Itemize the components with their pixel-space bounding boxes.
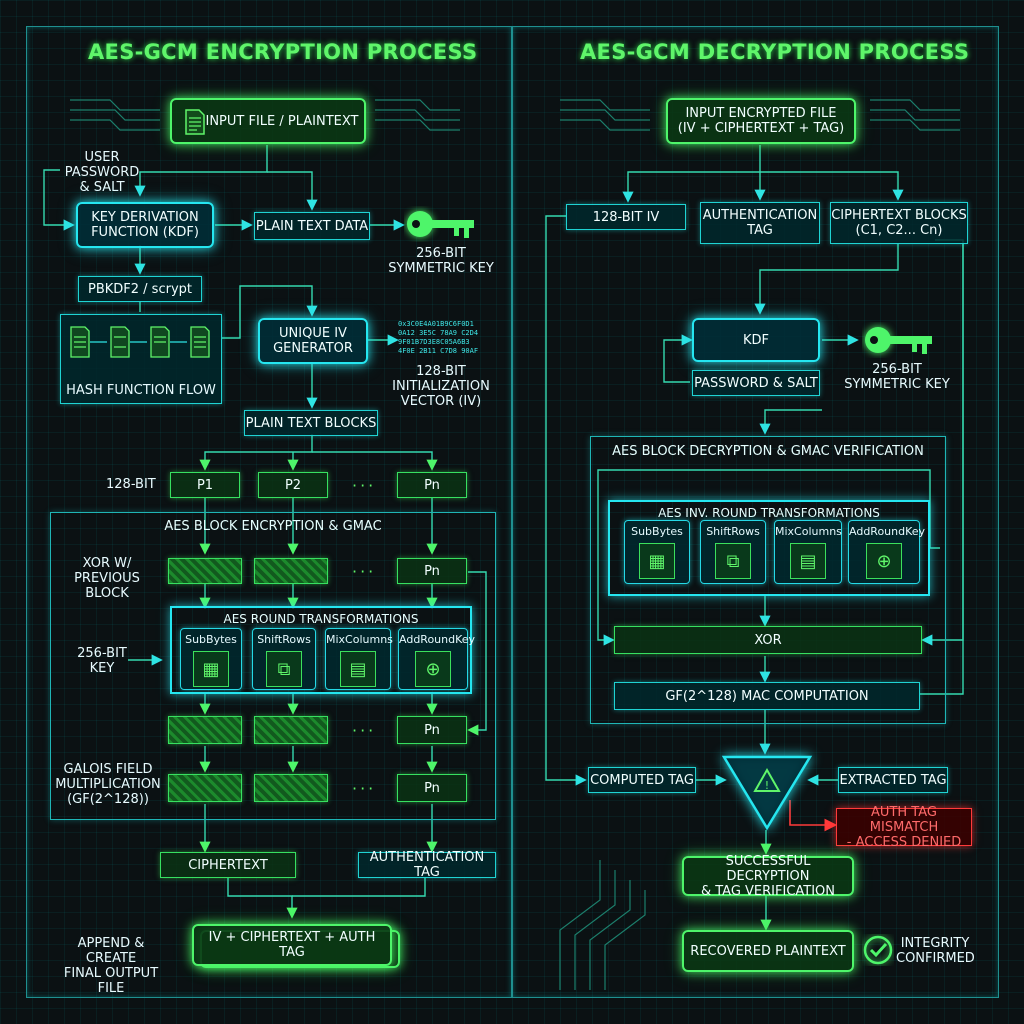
auth-tag-box: AUTHENTICATION TAG bbox=[358, 850, 496, 880]
xor-box: XOR bbox=[614, 626, 922, 654]
dec-kdf-box: KDF bbox=[692, 318, 820, 362]
addroundkey-icon: ⊕ bbox=[415, 651, 451, 687]
final-output-box: IV + CIPHERTEXT + AUTH TAG bbox=[192, 924, 392, 966]
key256-label: 256-BIT KEY bbox=[77, 646, 127, 676]
round-block-2 bbox=[254, 716, 328, 744]
xor-block-2 bbox=[254, 558, 328, 584]
block-pn: Pn bbox=[397, 472, 467, 498]
gf-mac-box: GF(2^128) MAC COMPUTATION bbox=[614, 682, 920, 710]
aes-decryption-container: AES BLOCK DECRYPTION & GMAC VERIFICATION bbox=[590, 436, 946, 724]
xor-dots: ··· bbox=[352, 562, 377, 581]
round-block-1 bbox=[168, 716, 242, 744]
plain-text-blocks-box: PLAIN TEXT BLOCKS bbox=[244, 410, 378, 436]
dec-op-addroundkey-label: AddRoundKey bbox=[849, 525, 926, 538]
xor-block-pn: Pn bbox=[397, 558, 467, 584]
success-box: SUCCESSFUL DECRYPTION & TAG VERIFICATION bbox=[682, 854, 854, 899]
inv-round-box: AES INV. ROUND TRANSFORMATIONS bbox=[608, 500, 930, 596]
block-dots: ··· bbox=[352, 476, 377, 495]
dec-symmetric-key-label: 256-BIT SYMMETRIC KEY bbox=[844, 362, 950, 392]
op-shiftrows: ShiftRows ⧉ bbox=[252, 628, 316, 690]
encrypted-input-box: INPUT ENCRYPTED FILE (IV + CIPHERTEXT + … bbox=[666, 98, 856, 144]
iv-generator-box: UNIQUE IV GENERATOR bbox=[258, 318, 368, 364]
tag-compare-triangle bbox=[721, 755, 813, 831]
op-subbytes-label: SubBytes bbox=[185, 633, 237, 646]
block-p2: P2 bbox=[258, 472, 328, 498]
key-icon bbox=[407, 211, 474, 238]
subbytes-icon: ▦ bbox=[193, 651, 229, 687]
dec-op-shiftrows: ShiftRows ⧉ bbox=[700, 520, 766, 584]
aes-encryption-container: AES BLOCK ENCRYPTION & GMAC bbox=[50, 512, 496, 820]
computed-tag-box: COMPUTED TAG bbox=[588, 767, 696, 793]
round-dots: ··· bbox=[352, 721, 377, 740]
integrity-label: INTEGRITY CONFIRMED bbox=[896, 936, 975, 966]
check-circle-icon bbox=[863, 935, 893, 965]
round-transformations-heading: AES ROUND TRANSFORMATIONS bbox=[223, 612, 419, 626]
iv-label: 128-BIT INITIALIZATION VECTOR (IV) bbox=[392, 364, 490, 409]
decryption-title: AES-GCM DECRYPTION PROCESS bbox=[580, 40, 970, 64]
hash-docs-icon bbox=[70, 326, 210, 358]
bit128-label: 128-BIT bbox=[106, 477, 156, 492]
op-mixcolumns: MixColumns ▤ bbox=[325, 628, 393, 690]
symmetric-key-label: 256-BIT SYMMETRIC KEY bbox=[388, 246, 494, 276]
gf-block-pn: Pn bbox=[397, 774, 467, 802]
galois-label: GALOIS FIELD MULTIPLICATION (GF(2^128)) bbox=[55, 762, 161, 807]
iv-binary-text: 0x3C0E4A01B9C6F0D1 0A12 3E5C 78A9 C2D4 9… bbox=[398, 320, 479, 355]
decryption-panel bbox=[512, 26, 999, 998]
extracted-tag-box: EXTRACTED TAG bbox=[838, 767, 948, 793]
gf-dots: ··· bbox=[352, 779, 377, 798]
hash-function-box: HASH FUNCTION FLOW bbox=[60, 314, 222, 404]
user-password-label: USER PASSWORD & SALT bbox=[64, 150, 140, 195]
document-icon bbox=[185, 109, 205, 135]
plain-text-data-box: PLAIN TEXT DATA bbox=[254, 212, 370, 240]
pbkdf-box: PBKDF2 / scrypt bbox=[78, 276, 202, 302]
mixcolumns-icon: ▤ bbox=[340, 651, 376, 687]
round-transformations-box: AES ROUND TRANSFORMATIONS bbox=[170, 606, 472, 694]
dec-key-icon bbox=[865, 327, 932, 354]
dec-op-mixcolumns: MixColumns ▤ bbox=[774, 520, 842, 584]
aes-encryption-heading: AES BLOCK ENCRYPTION & GMAC bbox=[164, 519, 382, 534]
shiftrows-icon: ⧉ bbox=[266, 651, 302, 687]
xor-block-1 bbox=[168, 558, 242, 584]
dec-op-mixcolumns-label: MixColumns bbox=[775, 525, 842, 538]
input-file-box: INPUT FILE / PLAINTEXT bbox=[170, 98, 366, 144]
inv-round-heading: AES INV. ROUND TRANSFORMATIONS bbox=[658, 506, 880, 520]
password-salt-box: PASSWORD & SALT bbox=[692, 370, 820, 396]
op-addroundkey: AddRoundKey ⊕ bbox=[398, 628, 476, 690]
dec-subbytes-icon: ▦ bbox=[639, 543, 675, 579]
svg-text:!: ! bbox=[765, 779, 769, 792]
iv-box: 128-BIT IV bbox=[566, 204, 686, 230]
encryption-panel bbox=[26, 26, 512, 998]
xor-previous-label: XOR W/ PREVIOUS BLOCK bbox=[74, 556, 140, 601]
op-subbytes: SubBytes ▦ bbox=[180, 628, 242, 690]
op-addroundkey-label: AddRoundKey bbox=[399, 633, 476, 646]
dec-shiftrows-icon: ⧉ bbox=[715, 543, 751, 579]
dec-op-subbytes-label: SubBytes bbox=[631, 525, 683, 538]
dec-op-subbytes: SubBytes ▦ bbox=[624, 520, 690, 584]
dec-op-shiftrows-label: ShiftRows bbox=[706, 525, 760, 538]
recovered-plaintext-box: RECOVERED PLAINTEXT bbox=[682, 930, 854, 972]
input-file-label: INPUT FILE / PLAINTEXT bbox=[205, 113, 359, 129]
kdf-box: KEY DERIVATION FUNCTION (KDF) bbox=[76, 202, 214, 248]
round-block-pn: Pn bbox=[397, 716, 467, 744]
block-p1: P1 bbox=[170, 472, 240, 498]
ciphertext-blocks-box: CIPHERTEXT BLOCKS (C1, C2... Cn) bbox=[830, 202, 968, 244]
encryption-title: AES-GCM ENCRYPTION PROCESS bbox=[88, 40, 478, 64]
auth-mismatch-box: AUTH TAG MISMATCH - ACCESS DENIED bbox=[836, 805, 972, 850]
ciphertext-box: CIPHERTEXT bbox=[160, 852, 296, 878]
dec-op-addroundkey: AddRoundKey ⊕ bbox=[848, 520, 926, 584]
gf-block-1 bbox=[168, 774, 242, 802]
dec-addroundkey-icon: ⊕ bbox=[866, 543, 902, 579]
append-label: APPEND & CREATE FINAL OUTPUT FILE bbox=[63, 936, 159, 996]
op-shiftrows-label: ShiftRows bbox=[257, 633, 311, 646]
op-mixcolumns-label: MixColumns bbox=[326, 633, 393, 646]
aes-decryption-heading: AES BLOCK DECRYPTION & GMAC VERIFICATION bbox=[612, 444, 924, 459]
dec-mixcolumns-icon: ▤ bbox=[790, 543, 826, 579]
gf-block-2 bbox=[254, 774, 328, 802]
hash-flow-label: HASH FUNCTION FLOW bbox=[66, 383, 216, 398]
dec-auth-tag-box: AUTHENTICATION TAG bbox=[700, 202, 820, 244]
